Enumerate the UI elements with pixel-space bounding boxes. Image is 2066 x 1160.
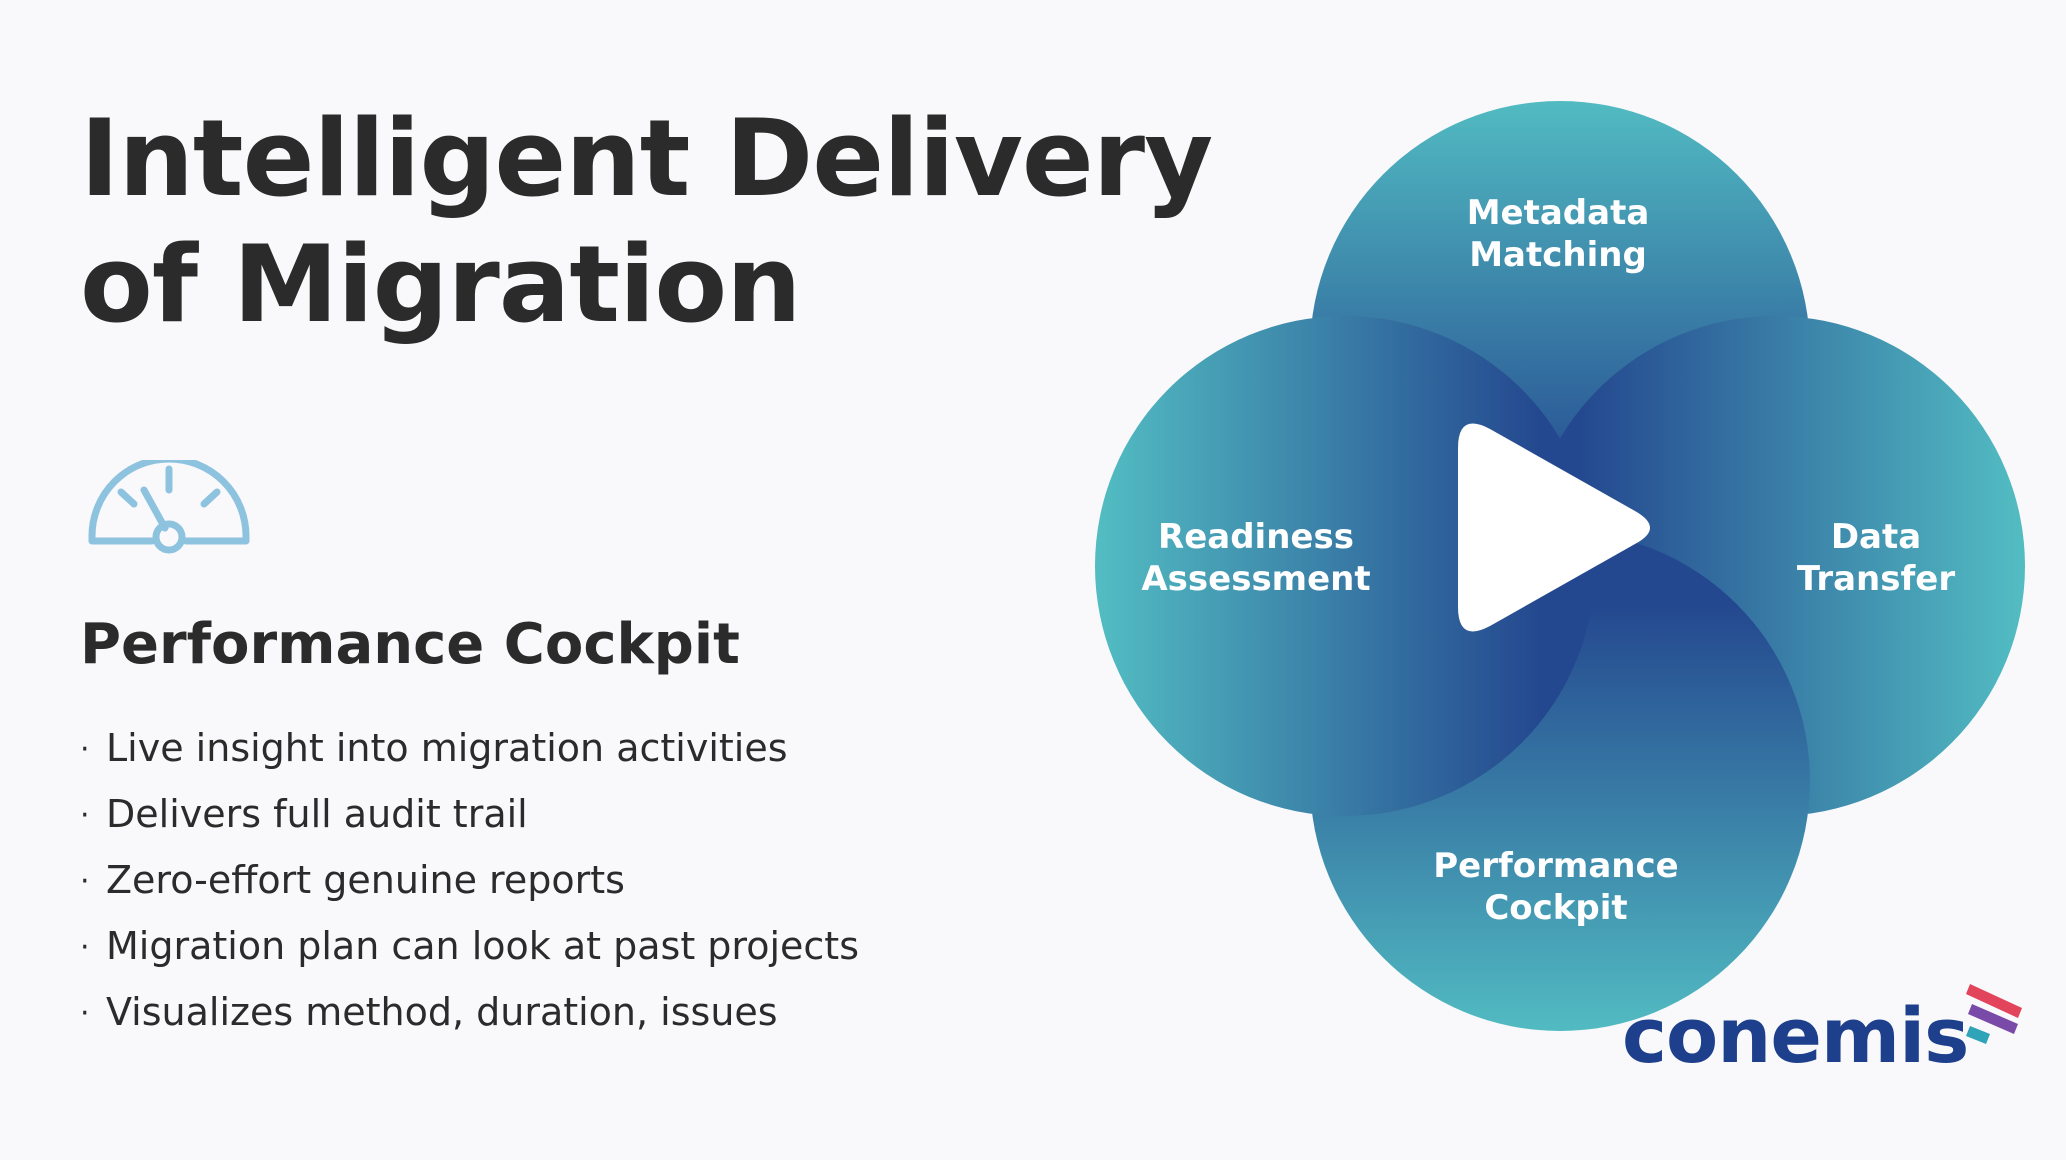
bullet-dot-icon: · [80,732,90,767]
bullet-dot-icon: · [80,864,90,899]
bullet-dot-icon: · [80,798,90,833]
segment-label-left-line1: Readiness [1158,517,1354,557]
segment-label-bottom-line1: Performance [1433,846,1678,886]
bullet-dot-icon: · [80,930,90,965]
list-item: ·Migration plan can look at past project… [80,914,859,980]
play-triangle-icon [1458,423,1650,632]
list-item: ·Visualizes method, duration, issues [80,980,859,1046]
speedometer-gauge-icon [88,460,250,554]
list-item: ·Live insight into migration activities [80,716,859,782]
segment-label-bottom-line2: Cockpit [1484,888,1627,928]
segment-label-top-line2: Matching [1469,235,1647,275]
logo-wordmark: conemis [1622,991,1969,1080]
bullet-dot-icon: · [80,996,90,1031]
logo-chevron-icon [1966,984,2022,1044]
slide-title-line1: Intelligent Delivery [80,97,1213,220]
slide-title-line2: of Migration [80,223,802,346]
process-cycle-diagram: Metadata Matching Readiness Assessment D… [1095,101,2025,1031]
list-item: ·Delivers full audit trail [80,782,859,848]
conemis-logo: conemis [1622,984,2022,1096]
list-item: ·Zero-effort genuine reports [80,848,859,914]
section-title: Performance Cockpit [80,612,740,677]
segment-label-left-line2: Assessment [1141,559,1370,599]
segment-label-right-line2: Transfer [1797,559,1955,599]
slide-title: Intelligent Delivery of Migration [80,96,1213,348]
feature-list: ·Live insight into migration activities … [80,716,859,1046]
segment-label-top-line1: Metadata [1467,193,1650,233]
segment-label-right-line1: Data [1831,517,1921,557]
